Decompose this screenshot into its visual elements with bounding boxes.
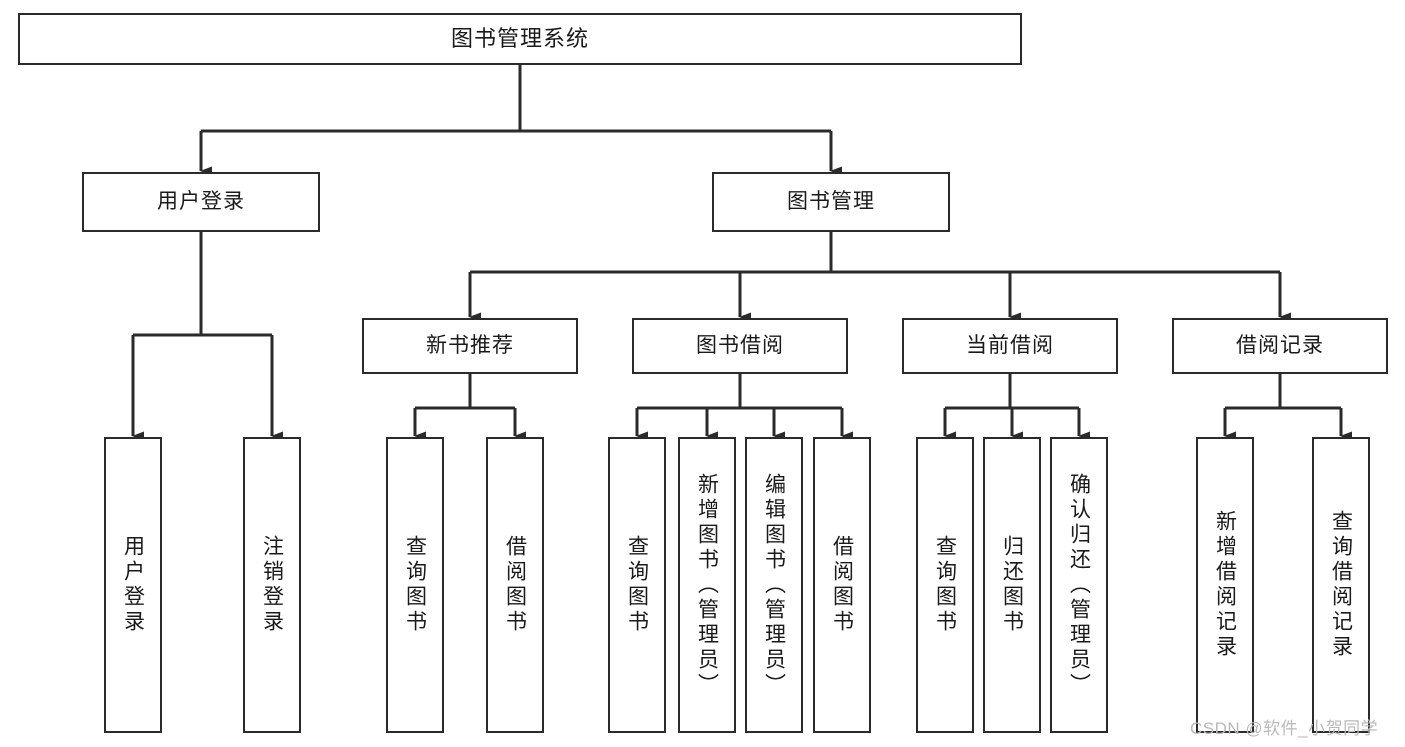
node-leaf-return-book[interactable]: 归还图书 [983,437,1041,733]
node-label: 编辑图书（管理员） [762,472,786,698]
node-leaf-query-book-current[interactable]: 查询图书 [916,437,974,733]
node-label: 新增借阅记录 [1213,510,1237,660]
node-current-borrow[interactable]: 当前借阅 [902,318,1118,374]
watermark-text: CSDN @软件_小贺同学 [1190,719,1379,738]
node-leaf-query-borrow-record[interactable]: 查询借阅记录 [1312,437,1370,733]
node-leaf-user-login[interactable]: 用户登录 [104,437,162,733]
node-label: 查询图书 [933,535,957,635]
node-label: 借阅图书 [830,535,854,635]
node-label: 新增图书（管理员） [695,472,719,698]
node-label: 确认归还（管理员） [1067,472,1091,698]
node-book-manage[interactable]: 图书管理 [712,172,950,232]
node-leaf-confirm-return-admin[interactable]: 确认归还（管理员） [1050,437,1108,733]
node-leaf-edit-book-admin[interactable]: 编辑图书（管理员） [745,437,803,733]
node-label: 图书管理 [787,189,875,213]
node-label: 新书推荐 [426,333,514,357]
node-label: 图书借阅 [696,333,784,357]
node-label: 用户登录 [121,535,145,635]
node-leaf-query-book-recommend[interactable]: 查询图书 [386,437,444,733]
node-leaf-query-book-borrow[interactable]: 查询图书 [608,437,666,733]
node-label: 查询图书 [403,535,427,635]
node-label: 借阅图书 [503,535,527,635]
node-new-book-recommend[interactable]: 新书推荐 [362,318,578,374]
node-label: 用户登录 [157,189,245,213]
node-label: 图书管理系统 [450,26,589,52]
node-leaf-add-borrow-record[interactable]: 新增借阅记录 [1196,437,1254,733]
node-root[interactable]: 图书管理系统 [18,13,1022,65]
node-leaf-borrow-book[interactable]: 借阅图书 [813,437,871,733]
node-leaf-add-book-admin[interactable]: 新增图书（管理员） [678,437,736,733]
node-label: 查询借阅记录 [1329,510,1353,660]
node-label: 查询图书 [625,535,649,635]
node-label: 归还图书 [1000,535,1024,635]
node-borrow-record[interactable]: 借阅记录 [1172,318,1388,374]
node-user-login[interactable]: 用户登录 [82,172,320,232]
node-leaf-borrow-book-recommend[interactable]: 借阅图书 [486,437,544,733]
node-label: 当前借阅 [966,333,1054,357]
node-label: 借阅记录 [1236,333,1324,357]
node-leaf-logout[interactable]: 注销登录 [243,437,301,733]
node-book-borrow[interactable]: 图书借阅 [632,318,848,374]
wire-layer [131,65,1352,441]
node-label: 注销登录 [260,535,284,635]
